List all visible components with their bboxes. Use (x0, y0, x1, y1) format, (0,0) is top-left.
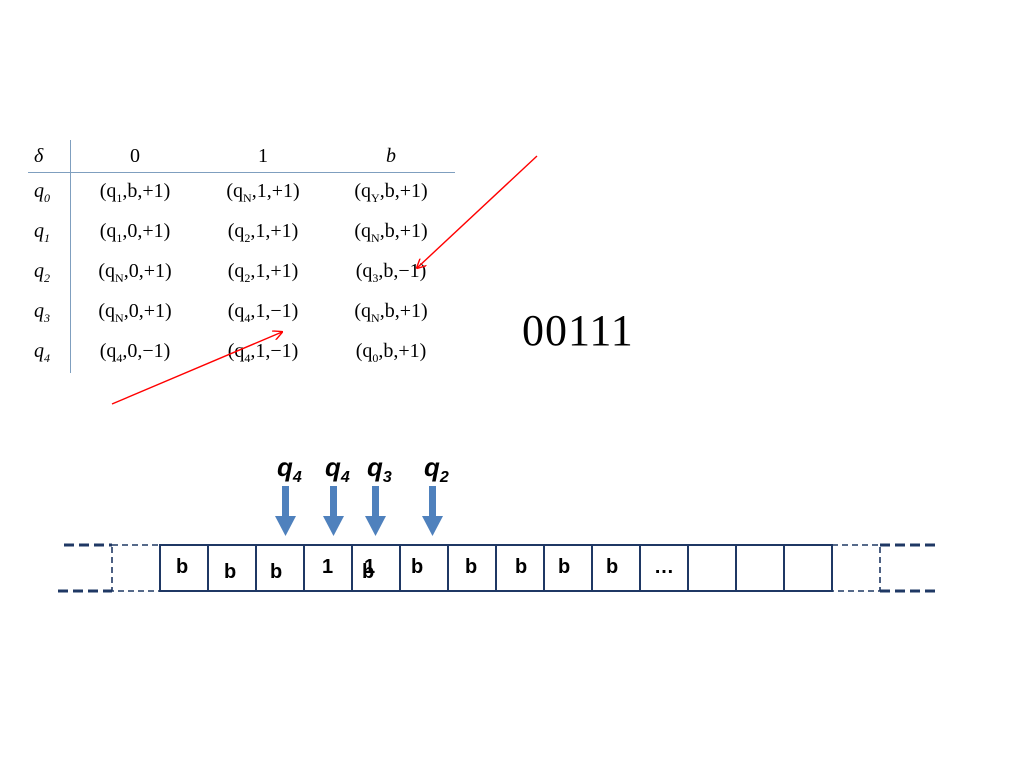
tape-symbol: b (270, 561, 283, 583)
transition-table: δ 0 1 b q0 (q1,b,+1) (qN,1,+1) (qY,b,+1) q1 (… (28, 140, 455, 373)
table-row: q4(q4,0,−1)(q4,1,−1)(q0,b,+1) (28, 333, 455, 373)
transition-cell: (q2,1,+1) (227, 260, 299, 285)
tape-symbol: b (558, 556, 571, 578)
head-label: q2 (424, 452, 449, 487)
transition-cell: (q4,1,−1) (227, 300, 299, 325)
tape-symbol: b (176, 556, 189, 578)
table-row: q2 (qN,0,+1) (q2,1,+1) (q3,b,−1) (28, 253, 455, 293)
head-arrow (365, 486, 386, 536)
tape-cell (735, 544, 785, 592)
input-word: 00111 (522, 306, 634, 355)
tape-symbol: … (654, 556, 674, 578)
state-label: q3 (28, 293, 71, 333)
transition-cell: (qN,b,+1) (354, 220, 428, 245)
state-label: q0 (28, 172, 71, 213)
transition-cell: (q1,0,+1) (99, 220, 171, 245)
tape-symbol: 1 (364, 556, 376, 578)
table-header-row: δ 0 1 b (28, 140, 455, 173)
head-label: q3 (367, 452, 392, 487)
table-row: q0 (q1,b,+1) (qN,1,+1) (qY,b,+1) (28, 172, 455, 213)
tape-symbol: b (606, 556, 619, 578)
transition-cell: (q0,b,+1) (355, 340, 427, 365)
transition-cell: (qN,1,+1) (226, 180, 300, 205)
tape-cell (399, 544, 449, 592)
transition-cell: (qN,0,+1) (98, 260, 172, 285)
transition-cell: (q4,0,−1) (99, 340, 171, 365)
head-arrow (323, 486, 344, 536)
pointer-line-to-q4-1 (111, 332, 282, 405)
transition-cell: (qY,b,+1) (354, 180, 428, 205)
transition-cell: (q1,b,+1) (99, 180, 171, 205)
column-header-0: 0 (70, 140, 199, 173)
column-header-b: b (327, 140, 455, 173)
tape-cell (351, 544, 401, 592)
pointer-line-to-q3-b (417, 155, 538, 268)
tape-cell (687, 544, 737, 592)
transition-cell: (q3,b,−1) (355, 260, 427, 285)
tape (58, 543, 935, 593)
tape-cell (783, 544, 833, 592)
table-row: q3 (qN,0,+1) (q4,1,−1) (qN,b,+1) (28, 293, 455, 333)
table-row: q1 (q1,0,+1) (q2,1,+1) (qN,b,+1) (28, 213, 455, 253)
transition-cell: (qN,0,+1) (98, 300, 172, 325)
state-label: q2 (28, 253, 71, 293)
delta-symbol: δ (28, 140, 71, 173)
column-header-1: 1 (199, 140, 327, 173)
transition-cell: (q2,1,+1) (227, 220, 299, 245)
transition-cell: (qN,b,+1) (354, 300, 428, 325)
state-label: q4 (28, 333, 71, 373)
head-label: q4 (325, 452, 350, 487)
tape-symbol: b (465, 556, 478, 578)
head-arrow (275, 486, 296, 536)
state-label: q1 (28, 213, 71, 253)
head-label: q4 (277, 452, 302, 487)
table-body: q0 (q1,b,+1) (qN,1,+1) (qY,b,+1) q1 (q1,0,+1)… (28, 172, 455, 373)
head-arrow (422, 486, 443, 536)
tape-symbol: b (224, 561, 237, 583)
tape-symbol: 1 (322, 556, 334, 578)
tape-symbol: b (411, 556, 424, 578)
tape-symbol: b (362, 561, 375, 583)
tape-symbol: b (515, 556, 528, 578)
